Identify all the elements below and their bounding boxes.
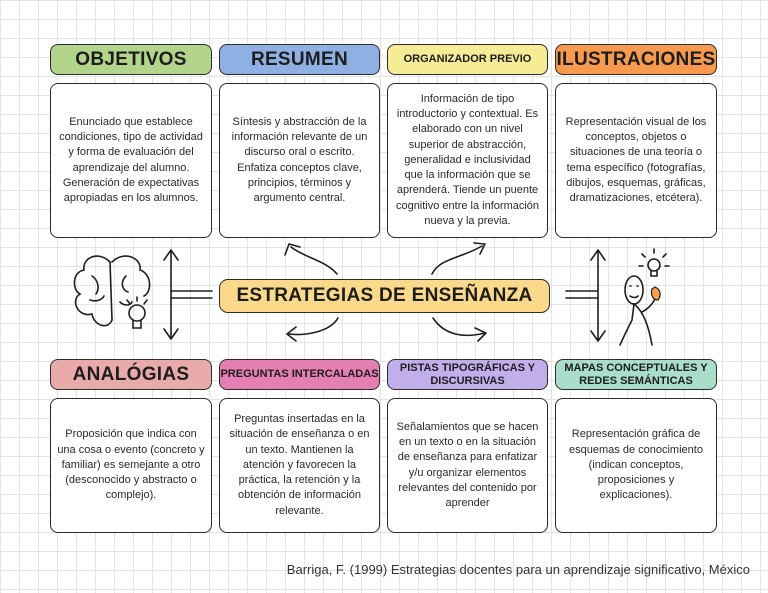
header-organizador-previo: ORGANIZADOR PREVIO: [387, 44, 548, 75]
arrow-to-resumen: [290, 246, 338, 275]
right-bracket-arrows: [565, 249, 606, 342]
left-bracket-arrows: [163, 249, 213, 340]
header-preguntas-intercaladas: PREGUNTAS INTERCALADAS: [219, 359, 380, 390]
person-idea-icon: [619, 248, 670, 346]
brain-lightbulb-icon: [73, 255, 151, 329]
description-resumen: Síntesis y abstracción de la información…: [219, 83, 380, 238]
description-mapas-conceptuales: Representación gráfica de esquemas de co…: [555, 398, 717, 533]
header-objetivos: OBJETIVOS: [50, 44, 212, 75]
header-mapas-conceptuales: MAPAS CONCEPTUALES Y REDES SEMÁNTICAS: [555, 359, 717, 390]
citation: Barriga, F. (1999) Estrategias docentes …: [286, 562, 750, 577]
arrow-to-preguntas: [288, 317, 339, 336]
header-pistas-tipograficas: PISTAS TIPOGRÁFICAS Y DISCURSIVAS: [387, 359, 548, 390]
arrow-to-pistas: [432, 317, 486, 337]
description-objetivos: Enunciado que establece condiciones, tip…: [50, 83, 212, 238]
description-ilustraciones: Representación visual de los conceptos, …: [555, 83, 717, 238]
description-preguntas-intercaladas: Preguntas insertadas en la situación de …: [219, 398, 380, 533]
header-analogias: ANALÓGIAS: [50, 359, 212, 390]
arrow-to-organizador: [431, 245, 483, 275]
header-resumen: RESUMEN: [219, 44, 380, 75]
header-ilustraciones: ILUSTRACIONES: [555, 44, 717, 75]
description-organizador-previo: Información de tipo introductorio y cont…: [387, 83, 548, 238]
description-analogias: Proposición que indica con una cosa o ev…: [50, 398, 212, 533]
description-pistas-tipograficas: Señalamientos que se hacen en un texto o…: [387, 398, 548, 533]
central-concept: ESTRATEGIAS DE ENSEÑANZA: [219, 279, 550, 313]
